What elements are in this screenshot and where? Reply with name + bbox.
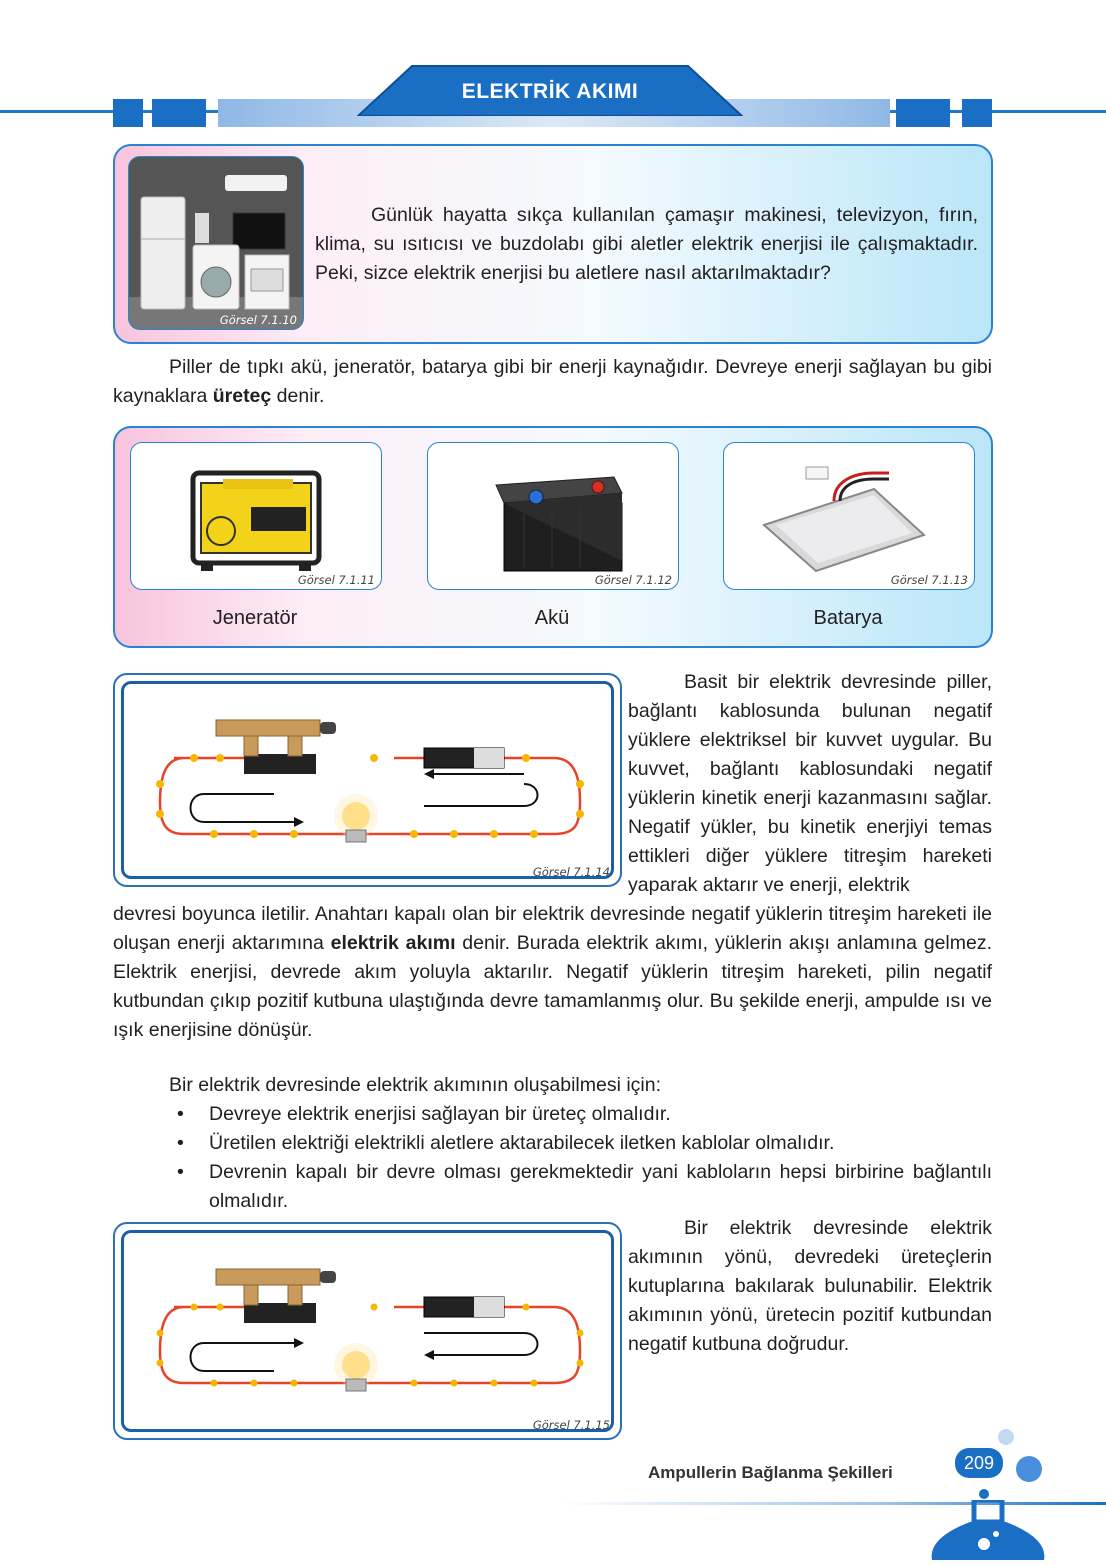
label-car-battery: Akü [534,607,570,629]
figure-caption: Görsel 7.1.13 [890,573,968,587]
generator-photo: Görsel 7.1.11 [130,442,382,590]
section-title-banner: ELEKTRİK AKIMI [350,60,750,116]
flask-icon [918,1497,1058,1560]
para2-side-text: Basit bir elektrik devresinde piller, ba… [628,671,992,896]
page-number: 209 [955,1448,1003,1478]
intro-text: Günlük hayatta sıkça kullanılan çamaşır … [315,201,978,288]
battery-pack-photo: Görsel 7.1.13 [723,442,975,590]
circuit-figure-14: Görsel 7.1.14 [113,673,622,887]
circuit-side-text: Basit bir elektrik devresinde piller, ba… [628,668,992,900]
para2-text-end: denir. Burada elektrik akımı, yüklerin a… [113,932,992,1041]
section-title: ELEKTRİK AKIMI [461,80,639,103]
para2-text: devresi boyunca iletilir. Anahtarı kapal… [113,903,992,954]
header-square-right-2 [962,99,992,127]
chapter-title: Ampullerin Bağlanma Şekilleri [648,1463,893,1482]
figure-caption: Görsel 7.1.10 [219,313,297,327]
para1-text: Piller de tıpkı akü, jeneratör, batarya … [113,356,992,407]
figure-caption: Görsel 7.1.14 [532,865,610,879]
condition-item: Devrenin kapalı bir devre olması gerekme… [169,1158,992,1216]
header-square-left-2 [152,99,206,127]
decor-bubble [1016,1456,1042,1482]
flask-neck [972,1482,996,1506]
generator-paragraph: Piller de tıpkı akü, jeneratör, batarya … [113,353,992,411]
current-direction-text: Bir elektrik devresinde elektrik akımını… [628,1214,992,1359]
para3-text: Bir elektrik devresinde elektrik akımını… [628,1217,992,1355]
appliances-photo: Görsel 7.1.10 [128,156,304,330]
para1-text-end: denir. [271,385,325,407]
figure-caption: Görsel 7.1.12 [594,573,672,587]
intro-paragraph: Günlük hayatta sıkça kullanılan çamaşır … [315,204,978,284]
label-generator: Jeneratör [212,607,298,629]
figure-caption: Görsel 7.1.15 [532,1418,610,1432]
condition-item: Devreye elektrik enerjisi sağlayan bir ü… [169,1100,992,1129]
term-elektrik-akimi: elektrik akımı [330,932,456,954]
conditions-section: Bir elektrik devresinde elektrik akımını… [113,1071,992,1216]
footer-rule [560,1502,1106,1505]
label-battery: Batarya [813,607,883,629]
decor-bubble [998,1429,1014,1445]
electric-current-paragraph: devresi boyunca iletilir. Anahtarı kapal… [113,900,992,1045]
term-uretec: üreteç [212,385,272,407]
condition-item: Üretilen elektriği elektrikli aletlere a… [169,1129,992,1158]
header-square-left-1 [113,99,143,127]
figure-caption: Görsel 7.1.11 [297,573,375,587]
conditions-intro: Bir elektrik devresinde elektrik akımını… [169,1074,662,1096]
car-battery-photo: Görsel 7.1.12 [427,442,679,590]
circuit-figure-15: Görsel 7.1.15 [113,1222,622,1440]
header-square-right-1 [896,99,950,127]
